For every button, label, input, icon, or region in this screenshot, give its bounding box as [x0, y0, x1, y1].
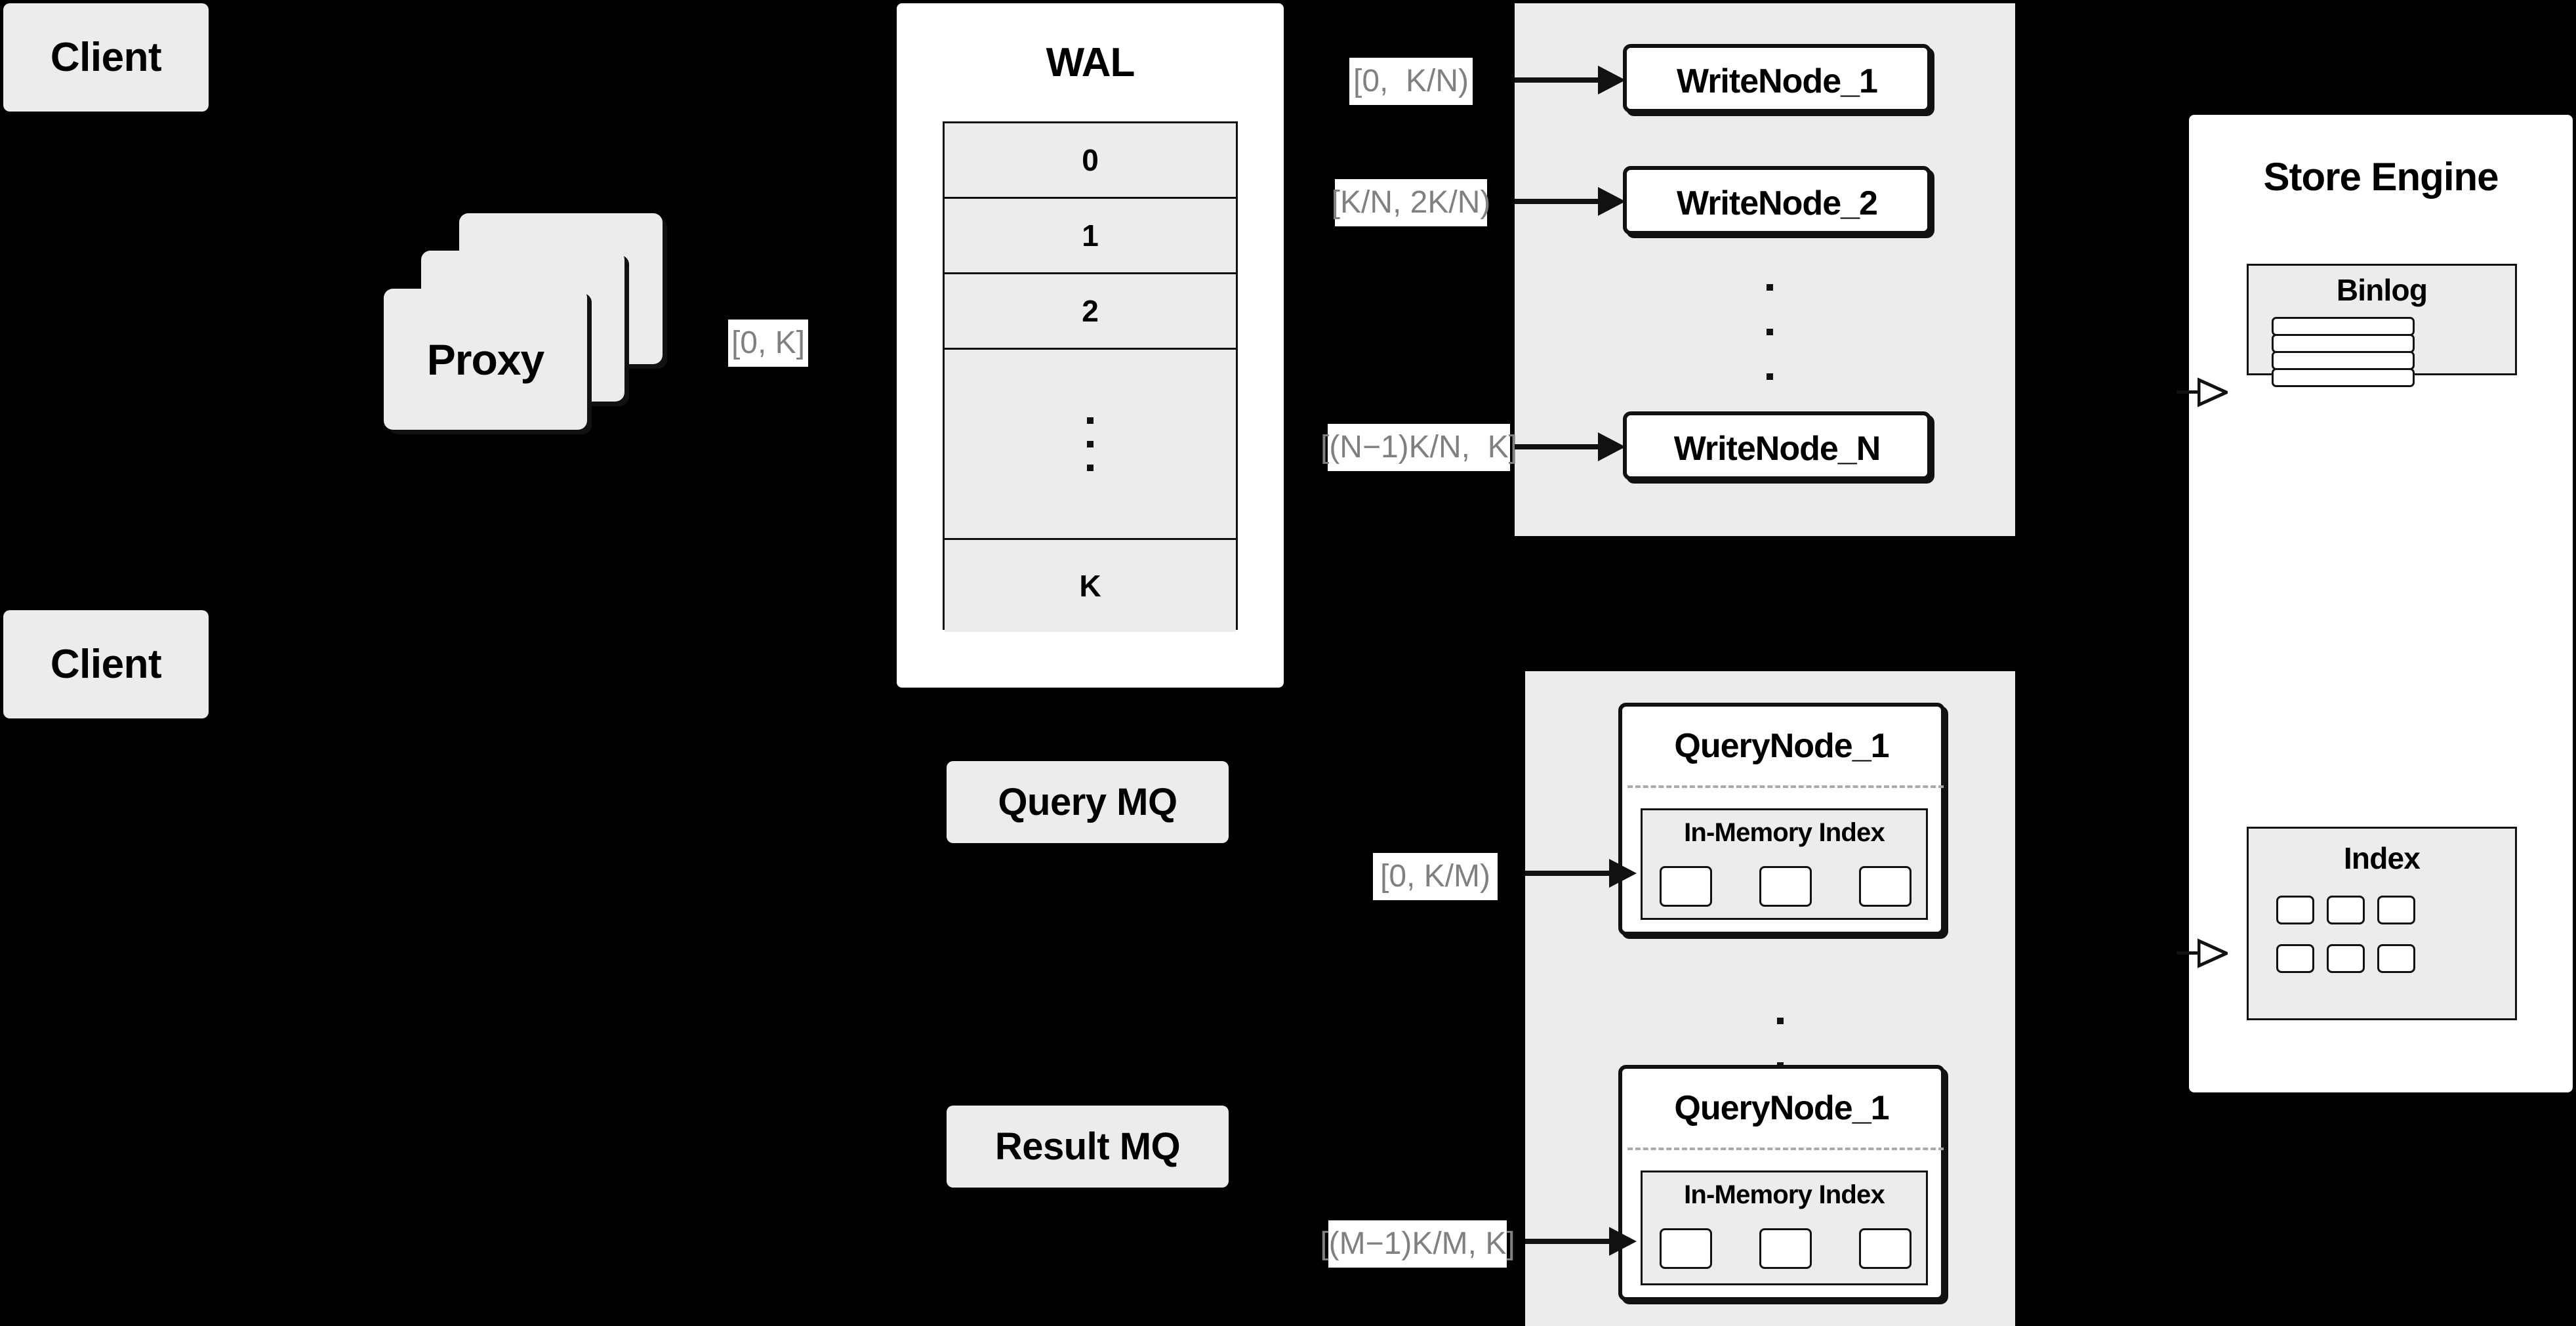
- in-memory-index-m-title: In-Memory Index: [1684, 1180, 1885, 1209]
- arrow-head-query-1: [1609, 859, 1637, 888]
- edge-label-write-node-n: [(N−1)K/N, K]: [1320, 424, 1517, 471]
- in-memory-index-1-title: In-Memory Index: [1684, 818, 1885, 847]
- arrow-line-query-1: [1525, 871, 1617, 876]
- binlog-row[interactable]: [2272, 317, 2415, 336]
- write-node-n-title: WriteNode_N: [1673, 430, 1881, 468]
- query-node-m[interactable]: QueryNode_1 In-Memory Index: [1618, 1065, 1945, 1301]
- query-node-1[interactable]: QueryNode_1 In-Memory Index: [1618, 703, 1945, 936]
- query-mq-label: Query MQ: [998, 781, 1177, 823]
- binlog-box: Binlog: [2247, 264, 2517, 387]
- client-label-1: Client: [50, 35, 162, 80]
- wal-table: 0 1 2 K: [943, 121, 1238, 632]
- index-cell[interactable]: [2276, 896, 2314, 924]
- wal-title: WAL: [1046, 40, 1135, 85]
- ellipsis-dot: [1087, 417, 1094, 424]
- proxy-label: Proxy: [426, 335, 544, 384]
- edge-label-query-node-m: [(M−1)K/M, K]: [1320, 1220, 1515, 1268]
- ellipsis-dot: [1087, 464, 1094, 471]
- index-cell[interactable]: [1660, 1228, 1712, 1269]
- query-node-1-separator: [1627, 785, 1944, 788]
- binlog-row[interactable]: [2272, 368, 2415, 387]
- wal-row-1[interactable]: 1: [945, 199, 1236, 274]
- write-node-2[interactable]: WriteNode_2: [1623, 166, 1931, 235]
- arrow-head-write-1: [1598, 66, 1625, 94]
- result-mq-box[interactable]: Result MQ: [947, 1106, 1229, 1188]
- index-box: Index: [2247, 827, 2517, 1020]
- edge-label-query-node-1: [0, K/M): [1373, 853, 1498, 900]
- query-node-m-title: QueryNode_1: [1674, 1089, 1889, 1127]
- index-cell[interactable]: [2377, 896, 2415, 924]
- binlog-title: Binlog: [2336, 273, 2428, 307]
- edge-label-write-node-1: [0, K/N): [1349, 58, 1473, 105]
- index-cell[interactable]: [2327, 944, 2365, 973]
- arrow-head-write-2: [1598, 187, 1625, 216]
- proxy-card-front[interactable]: Proxy: [384, 289, 587, 430]
- binlog-row[interactable]: [2272, 334, 2415, 353]
- index-cell[interactable]: [1660, 866, 1712, 907]
- store-engine-title: Store Engine: [2263, 155, 2499, 199]
- in-memory-index-1: In-Memory Index: [1641, 808, 1928, 920]
- write-node-ellipsis: [1767, 284, 1773, 380]
- arrow-head-query-m: [1609, 1227, 1637, 1256]
- index-title: Index: [2343, 841, 2421, 875]
- arrow-line-write-2: [1515, 199, 1605, 204]
- query-node-1-title: QueryNode_1: [1674, 727, 1889, 765]
- write-node-2-title: WriteNode_2: [1677, 184, 1878, 222]
- store-engine-panel: Store Engine Binlog Index: [2189, 115, 2573, 1092]
- index-cell[interactable]: [1859, 866, 1912, 907]
- edge-label-proxy-to-wal: [0, K]: [728, 320, 808, 367]
- wal-panel: WAL 0 1 2 K: [897, 3, 1284, 688]
- index-cell[interactable]: [2276, 944, 2314, 973]
- wal-row-2[interactable]: 2: [945, 274, 1236, 350]
- index-cell[interactable]: [2377, 944, 2415, 973]
- client-box-1[interactable]: Client: [3, 3, 209, 112]
- ellipsis-dot: [1767, 373, 1773, 380]
- arrow-line-write-n: [1515, 444, 1605, 449]
- index-cell[interactable]: [1759, 1228, 1812, 1269]
- arrow-head-open-index: [2198, 938, 2228, 968]
- proxy-stack[interactable]: Proxy: [380, 213, 682, 430]
- wal-row-k[interactable]: K: [945, 540, 1236, 632]
- ellipsis-dot: [1767, 284, 1773, 291]
- wal-row-ellipsis: [945, 350, 1236, 540]
- write-node-1-title: WriteNode_1: [1677, 62, 1878, 100]
- arrow-line-write-1: [1515, 77, 1605, 83]
- arrow-head-open-binlog: [2198, 377, 2228, 407]
- binlog-row[interactable]: [2272, 351, 2415, 370]
- result-mq-label: Result MQ: [994, 1125, 1181, 1168]
- index-cell[interactable]: [1859, 1228, 1912, 1269]
- arrow-line-to-binlog: [2177, 390, 2200, 394]
- index-cell[interactable]: [2327, 896, 2365, 924]
- query-node-m-separator: [1627, 1148, 1944, 1150]
- write-node-group: WriteNode_1 WriteNode_2 WriteNode_N: [1515, 3, 2015, 536]
- ellipsis-dot: [1767, 329, 1773, 335]
- in-memory-index-m: In-Memory Index: [1641, 1171, 1928, 1285]
- arrow-line-to-index: [2177, 951, 2200, 955]
- edge-label-write-node-2: [K/N, 2K/N): [1332, 179, 1490, 226]
- ellipsis-dot: [1087, 440, 1094, 447]
- arrow-head-write-n: [1598, 432, 1625, 461]
- write-node-1[interactable]: WriteNode_1: [1623, 44, 1931, 113]
- index-cell[interactable]: [1759, 866, 1812, 907]
- wal-row-0[interactable]: 0: [945, 123, 1236, 199]
- query-node-group: QueryNode_1 In-Memory Index QueryNode_1: [1525, 671, 2015, 1326]
- client-label-2: Client: [50, 642, 162, 687]
- query-mq-box[interactable]: Query MQ: [947, 761, 1229, 843]
- write-node-n[interactable]: WriteNode_N: [1623, 411, 1931, 480]
- ellipsis-dot: [1777, 1018, 1784, 1024]
- client-box-2[interactable]: Client: [3, 610, 209, 718]
- arrow-line-query-m: [1525, 1239, 1617, 1244]
